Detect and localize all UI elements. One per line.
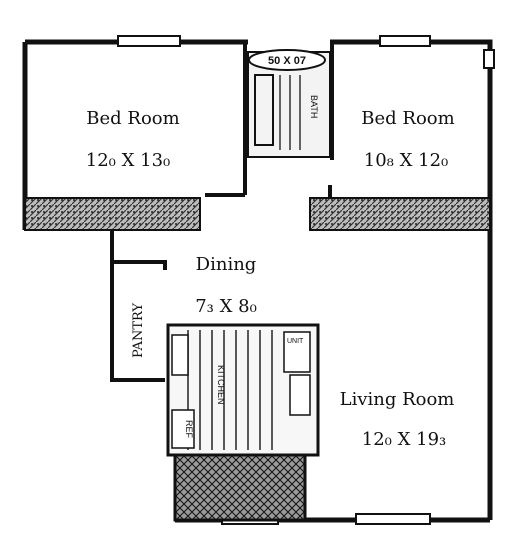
bedroom-right-size: 10₈ X 12₀: [364, 150, 449, 171]
window-living-bottom-right: [355, 513, 431, 525]
closet-left: [24, 197, 201, 231]
bath-label: BATH: [309, 95, 319, 118]
kitchen-label: KITCHEN: [216, 365, 226, 405]
bedroom-left-name: Bed Room: [86, 108, 179, 129]
bath: [247, 49, 331, 158]
ac-unit: [283, 331, 311, 373]
patio: [173, 453, 307, 522]
refrigerator: [171, 409, 195, 449]
range: [171, 334, 189, 376]
pantry-label: PANTRY: [131, 303, 146, 358]
living-size: 12₀ X 19₃: [362, 429, 447, 450]
cabinet: [289, 374, 311, 416]
bath-size: 50 X 07: [268, 55, 306, 67]
closet-right: [309, 197, 491, 231]
ref-label: REF: [184, 420, 194, 439]
bedroom-left-size: 12₀ X 13₀: [86, 150, 171, 171]
kitchen: [166, 323, 320, 457]
dining-size: 7₃ X 8₀: [195, 296, 257, 317]
window-right-wall: [483, 49, 495, 69]
interior-walls: [110, 42, 334, 382]
bathtub: [254, 74, 274, 146]
bedroom-right-name: Bed Room: [361, 108, 454, 129]
unit-label: UNIT: [287, 338, 304, 345]
dining-name: Dining: [196, 254, 257, 275]
living-name: Living Room: [340, 389, 455, 410]
window-bedroom-left: [117, 35, 181, 47]
window-bedroom-right: [379, 35, 431, 47]
